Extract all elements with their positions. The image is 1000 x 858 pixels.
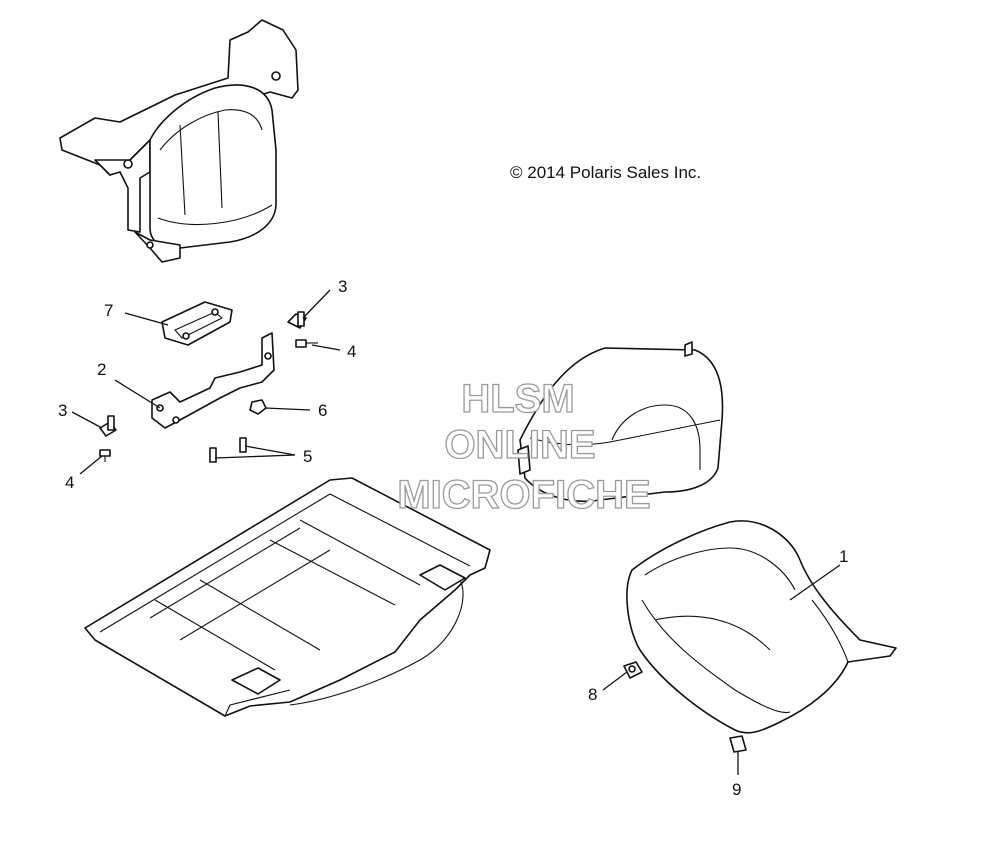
copyright-text: © 2014 Polaris Sales Inc. [510,163,701,182]
callout-5: 5 [303,447,312,466]
callout-9: 9 [732,780,741,799]
bumper-part [729,735,747,753]
callout-1: 1 [839,547,848,566]
stud-upper [287,311,307,329]
callout-2: 2 [97,360,106,379]
callout-4-lower: 4 [65,473,74,492]
seat-cushion [626,520,897,734]
watermark: HLSM ONLINE MICROFICHE [397,376,652,517]
storage-box [517,341,724,503]
callout-3-upper: 3 [338,277,347,296]
latch-part [161,301,233,346]
stud-lower [99,415,117,437]
screw-lower [99,449,111,462]
nut-part [249,399,267,415]
watermark-line-2: ONLINE [444,423,595,467]
seat-base-frame [84,477,491,717]
callout-labels: 1 2 3 4 3 4 5 6 7 8 9 [58,277,848,799]
watermark-line-1: HLSM [461,377,574,421]
callout-8: 8 [588,685,597,704]
callout-3-lower: 3 [58,401,67,420]
bracket-part [151,332,275,429]
callout-7: 7 [104,301,113,320]
seat-back-assembly [59,19,299,263]
bolts-part [209,437,247,463]
leader-lines [71,289,841,775]
callout-4-upper: 4 [347,342,356,361]
clip-part [623,661,643,679]
callout-6: 6 [318,401,327,420]
screw-upper [295,339,318,348]
watermark-line-3: MICROFICHE [397,473,650,517]
